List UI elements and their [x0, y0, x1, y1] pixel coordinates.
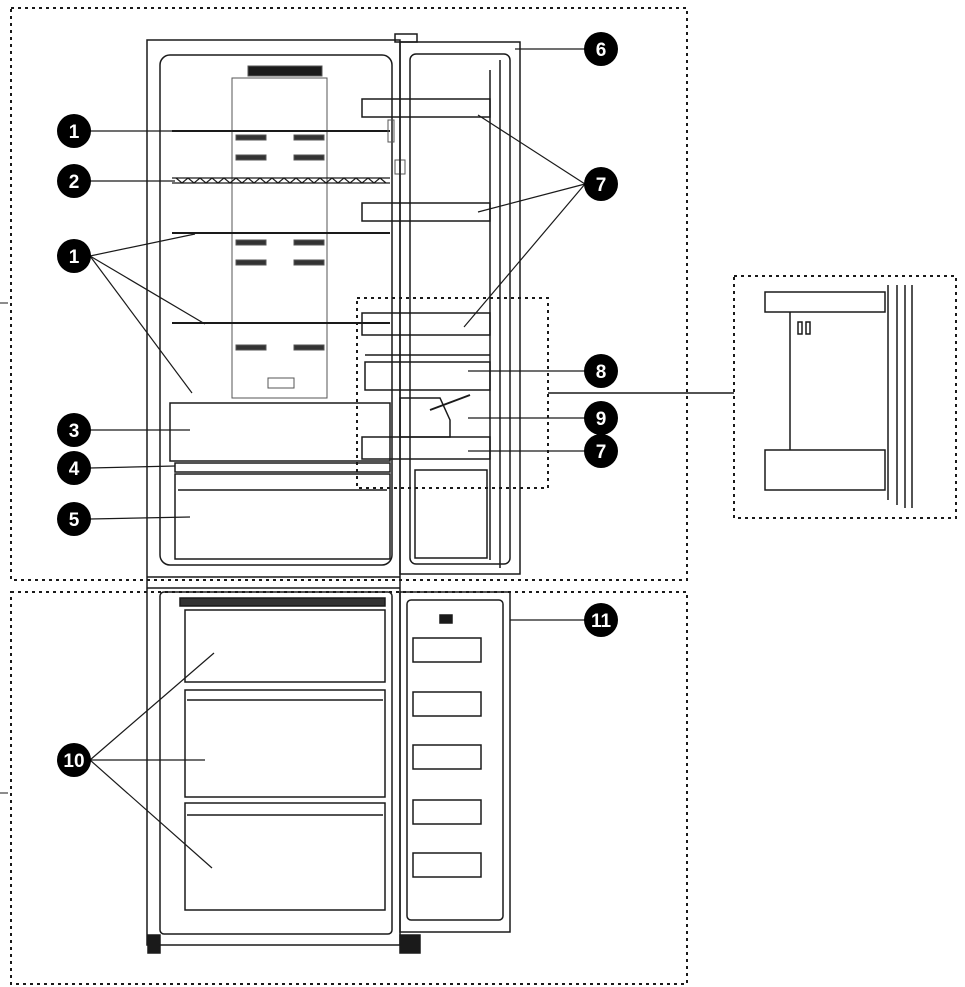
rear-panel: [231, 65, 328, 399]
freezer-drawers: [179, 597, 386, 911]
callout-4: 4: [57, 451, 91, 485]
callout-1-group: 1: [57, 239, 91, 273]
door-balconies: [361, 98, 491, 460]
callout-11: 11: [584, 603, 618, 637]
freezer-drawer-2: [184, 689, 386, 798]
crisper-cover: [169, 402, 391, 462]
callout-10: 10: [57, 743, 91, 777]
freezer-door: [147, 591, 511, 954]
balcony-4: [361, 436, 491, 460]
detail-inset-drawing: [764, 285, 913, 508]
callout-1-top: 1: [57, 114, 91, 148]
balcony-2: [361, 202, 491, 222]
callout-3: 3: [57, 413, 91, 447]
freezer-liner: [159, 591, 393, 935]
callout-label: 1: [69, 122, 80, 143]
balcony-3: [361, 312, 491, 336]
bottle-holder: [399, 394, 471, 438]
dairy-compartment: [364, 354, 491, 391]
freezer-drawer-3: [184, 802, 386, 911]
fridge-door: [394, 33, 521, 575]
callout-9: 9: [584, 401, 618, 435]
leader-lines: [89, 48, 586, 869]
callouts: 1 2 1 3 4 5 6 7: [57, 32, 618, 777]
callout-label: 9: [596, 409, 607, 430]
callout-label: 6: [596, 40, 607, 61]
fridge-liner: [159, 54, 393, 566]
detail-highlight-frame: [356, 297, 549, 489]
callout-7-upper: 7: [584, 167, 618, 201]
callout-label: 7: [596, 442, 607, 463]
wine-rack: [172, 177, 390, 184]
callout-label: 11: [591, 611, 612, 632]
glass-shelves: [172, 130, 390, 324]
callout-label: 1: [69, 247, 80, 268]
callout-label: 5: [69, 510, 80, 531]
detail-inset-frame: [733, 275, 957, 519]
freezer-section-frame: [10, 591, 688, 985]
shelf-supports: [387, 119, 406, 175]
callout-7-lower: 7: [584, 434, 618, 468]
fridge-section-frame: [10, 7, 688, 581]
callout-5: 5: [57, 502, 91, 536]
freezer-drawer-1: [184, 609, 386, 683]
crisper-drawer: [174, 473, 391, 560]
callout-6: 6: [584, 32, 618, 66]
callout-label: 4: [69, 459, 80, 480]
callout-label: 10: [63, 751, 84, 772]
callout-label: 7: [596, 175, 607, 196]
balcony-1: [361, 98, 491, 118]
humidity-control: [174, 462, 391, 473]
callout-2: 2: [57, 164, 91, 198]
callout-label: 3: [69, 421, 80, 442]
callout-8: 8: [584, 354, 618, 388]
callout-label: 8: [596, 362, 607, 383]
section-frames: [10, 7, 957, 985]
callout-label: 2: [69, 172, 80, 193]
